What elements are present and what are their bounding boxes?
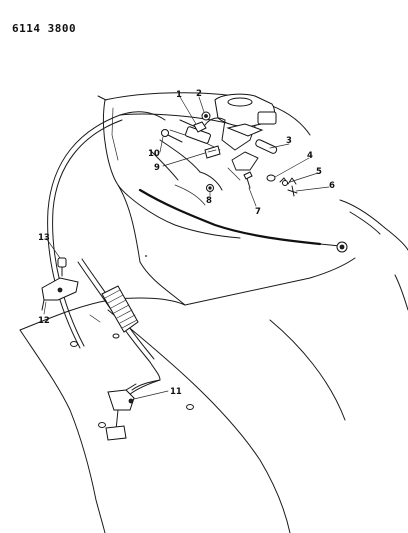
floor-holes <box>70 333 194 428</box>
stray-dot <box>145 255 147 257</box>
part-9-bracket <box>204 145 221 159</box>
part-12-bracket <box>41 277 79 311</box>
firewall-outline <box>184 199 408 311</box>
callout-5: 5 <box>316 167 322 177</box>
callout-11: 11 <box>170 387 182 397</box>
callout-labels: 1 2 3 4 5 6 7 8 9 10 11 12 13 <box>38 89 335 397</box>
callout-2: 2 <box>196 89 202 99</box>
callout-7: 7 <box>255 207 261 217</box>
callout-1: 1 <box>176 90 182 100</box>
callout-12: 12 <box>38 316 50 326</box>
floor-outline <box>19 297 346 533</box>
part-1-clip <box>193 121 207 133</box>
callout-10: 10 <box>148 149 160 159</box>
callout-13: 13 <box>38 233 50 243</box>
part-7-pin <box>243 171 253 189</box>
callout-3: 3 <box>286 136 292 146</box>
part-13-screw <box>57 257 67 277</box>
cable-boot <box>101 285 139 333</box>
callout-9: 9 <box>154 163 160 173</box>
document-number: 6114 3800 <box>12 22 77 35</box>
part-4-bushing <box>266 174 276 182</box>
part-10-fastener <box>161 129 183 143</box>
carburetor-assembly <box>149 93 277 206</box>
leader-lines <box>43 96 330 400</box>
callout-6: 6 <box>329 181 335 191</box>
part-11-pedal-linkage <box>105 383 137 441</box>
part-6-stud <box>287 185 298 197</box>
throttle-cable <box>138 188 348 253</box>
part-2-nut <box>201 111 211 121</box>
callout-8: 8 <box>206 196 212 206</box>
part-5-spring <box>279 177 297 186</box>
callout-4: 4 <box>307 151 313 161</box>
part-3-lever <box>255 139 278 154</box>
part-8-nut <box>206 184 214 192</box>
